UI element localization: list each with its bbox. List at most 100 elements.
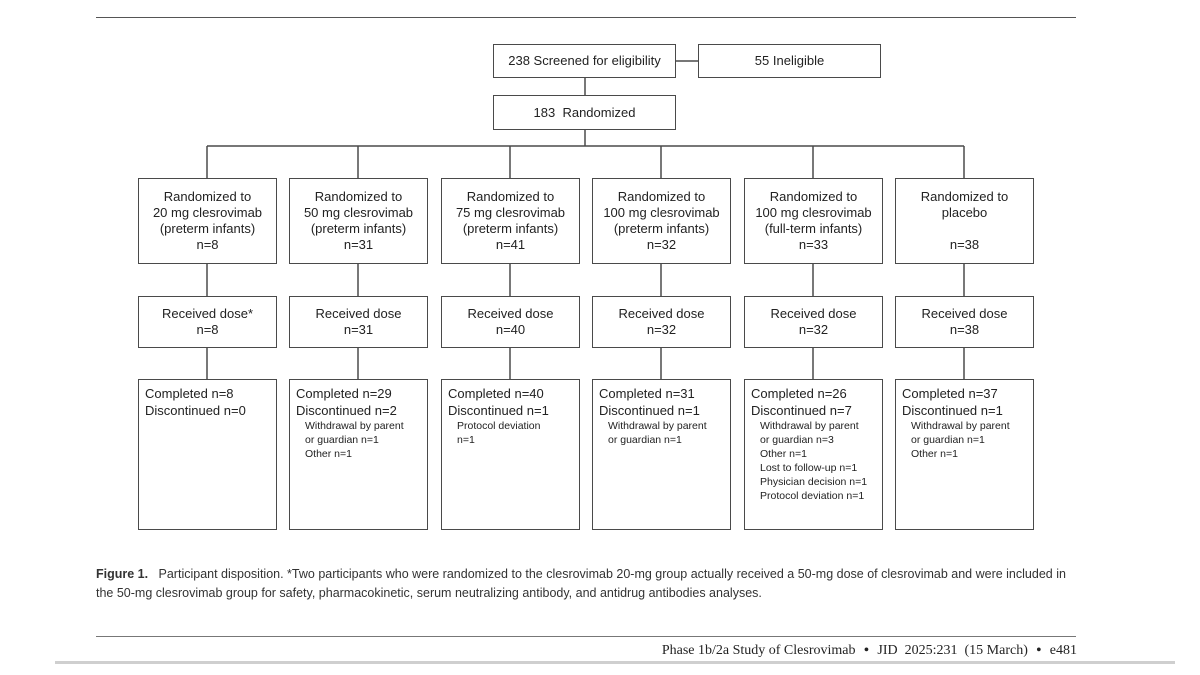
arm-completed: Completed n=29 bbox=[296, 386, 392, 401]
screened-label: 238 Screened for eligibility bbox=[508, 53, 661, 68]
arm-completed: Completed n=8 bbox=[145, 386, 234, 401]
arm-randomized-line: (preterm infants) bbox=[159, 221, 256, 236]
arm-completed: Completed n=31 bbox=[599, 386, 695, 401]
caption-label: Figure 1. bbox=[96, 567, 149, 581]
randomized-label: 183 Randomized bbox=[533, 104, 636, 120]
footer-journal: JID 2025:231 (15 March) bbox=[877, 643, 1028, 658]
arm-discontinuation-reason: Lost to follow-up n=1 bbox=[760, 462, 858, 474]
arm-discontinuation-reason: or guardian n=1 bbox=[608, 434, 682, 446]
arm-dose-line: n=32 bbox=[646, 322, 677, 337]
arm-randomized-line: Randomized to bbox=[617, 189, 706, 204]
arm-discontinuation-reason: Withdrawal by parent bbox=[608, 420, 707, 432]
arm-discontinuation-reason: Other n=1 bbox=[911, 448, 958, 460]
top-rule bbox=[96, 17, 1076, 18]
arm-randomized-line: n=31 bbox=[343, 237, 374, 252]
arm-randomized-line: 50 mg clesrovimab bbox=[303, 205, 414, 220]
screened-box: 238 Screened for eligibility bbox=[493, 44, 676, 78]
arm-dose-line: n=8 bbox=[196, 322, 219, 337]
footer-separator: • bbox=[863, 643, 869, 658]
arm-discontinuation-reason: or guardian n=3 bbox=[760, 434, 834, 446]
arm-randomized-line: Randomized to bbox=[163, 189, 252, 204]
arm-discontinued: Discontinued n=2 bbox=[296, 403, 397, 418]
arm-randomized-line: n=33 bbox=[798, 237, 829, 252]
arm-discontinuation-reason: Protocol deviation n=1 bbox=[760, 490, 865, 502]
arm-randomized-line: 100 mg clesrovimab bbox=[755, 205, 872, 220]
arm-randomized-line: Randomized to bbox=[920, 189, 1009, 204]
arm-completed: Completed n=37 bbox=[902, 386, 998, 401]
arm-completed: Completed n=26 bbox=[751, 386, 847, 401]
footer-page: e481 bbox=[1049, 643, 1077, 658]
arm-randomized-line: Randomized to bbox=[466, 189, 555, 204]
arm-randomized-line: n=8 bbox=[196, 237, 219, 252]
arm-dose-line: Received dose bbox=[921, 306, 1008, 321]
arm-randomized-line: 20 mg clesrovimab bbox=[152, 205, 263, 220]
arm-discontinuation-reason: Withdrawal by parent bbox=[911, 420, 1010, 432]
arm-discontinuation-reason: Other n=1 bbox=[760, 448, 807, 460]
arm-discontinuation-reason: Other n=1 bbox=[305, 448, 352, 460]
arm-randomized-line: n=41 bbox=[495, 237, 526, 252]
arm-discontinuation-reason: Withdrawal by parent bbox=[305, 420, 404, 432]
arm-randomized-line: (preterm infants) bbox=[310, 221, 407, 236]
bottom-shadow-rule bbox=[55, 661, 1175, 664]
arm-randomized-line: (preterm infants) bbox=[613, 221, 710, 236]
arm-dose-line: n=31 bbox=[343, 322, 374, 337]
arm-completed: Completed n=40 bbox=[448, 386, 544, 401]
arm-discontinued: Discontinued n=1 bbox=[599, 403, 700, 418]
arm-discontinued: Discontinued n=7 bbox=[751, 403, 852, 418]
arm-randomized-line: 75 mg clesrovimab bbox=[455, 205, 566, 220]
arm-randomized-line: placebo bbox=[941, 205, 988, 220]
arm-dose-box: Received dose*n=8 bbox=[138, 296, 277, 348]
arm-discontinuation-reason: or guardian n=1 bbox=[305, 434, 379, 446]
arm-dose-line: Received dose bbox=[315, 306, 402, 321]
arm-dose-line: n=32 bbox=[798, 322, 829, 337]
arm-dose-line: n=40 bbox=[495, 322, 526, 337]
arm-randomized-line: Randomized to bbox=[769, 189, 858, 204]
footer-separator: • bbox=[1036, 643, 1042, 658]
arm-discontinuation-reason: Protocol deviation bbox=[457, 420, 541, 432]
arm-discontinuation-reason: n=1 bbox=[457, 434, 475, 446]
caption-text: Participant disposition. *Two participan… bbox=[96, 567, 1066, 600]
arm-dose-line: Received dose bbox=[770, 306, 857, 321]
arm-randomized-line: 100 mg clesrovimab bbox=[603, 205, 720, 220]
figure-caption: Figure 1. Participant disposition. *Two … bbox=[96, 565, 1086, 603]
arm-randomized-line: n=32 bbox=[646, 237, 677, 252]
arm-discontinuation-reason: Physician decision n=1 bbox=[760, 476, 868, 488]
arm-randomized-line: n=38 bbox=[949, 237, 980, 252]
arm-randomized-line: (full-term infants) bbox=[764, 221, 863, 236]
randomized-box: 183 Randomized bbox=[493, 95, 676, 130]
footer-running-title: Phase 1b/2a Study of Clesrovimab bbox=[661, 643, 856, 658]
arm-dose-line: Received dose bbox=[618, 306, 705, 321]
ineligible-label: 55 Ineligible bbox=[754, 53, 825, 68]
arm-dose-line: Received dose bbox=[467, 306, 554, 321]
arm-randomized-line bbox=[963, 221, 967, 237]
arm-dose-line: n=38 bbox=[949, 322, 980, 337]
footer-rule bbox=[96, 636, 1076, 637]
arm-discontinuation-reason: Withdrawal by parent bbox=[760, 420, 859, 432]
arm-randomized-line: (preterm infants) bbox=[462, 221, 559, 236]
arm-discontinued: Discontinued n=0 bbox=[145, 403, 246, 418]
arm-randomized-line: Randomized to bbox=[314, 189, 403, 204]
arm-discontinued: Discontinued n=1 bbox=[448, 403, 549, 418]
arm-discontinuation-reason: or guardian n=1 bbox=[911, 434, 985, 446]
arm-discontinued: Discontinued n=1 bbox=[902, 403, 1003, 418]
arm-dose-line: Received dose* bbox=[161, 306, 254, 321]
ineligible-box: 55 Ineligible bbox=[698, 44, 881, 78]
